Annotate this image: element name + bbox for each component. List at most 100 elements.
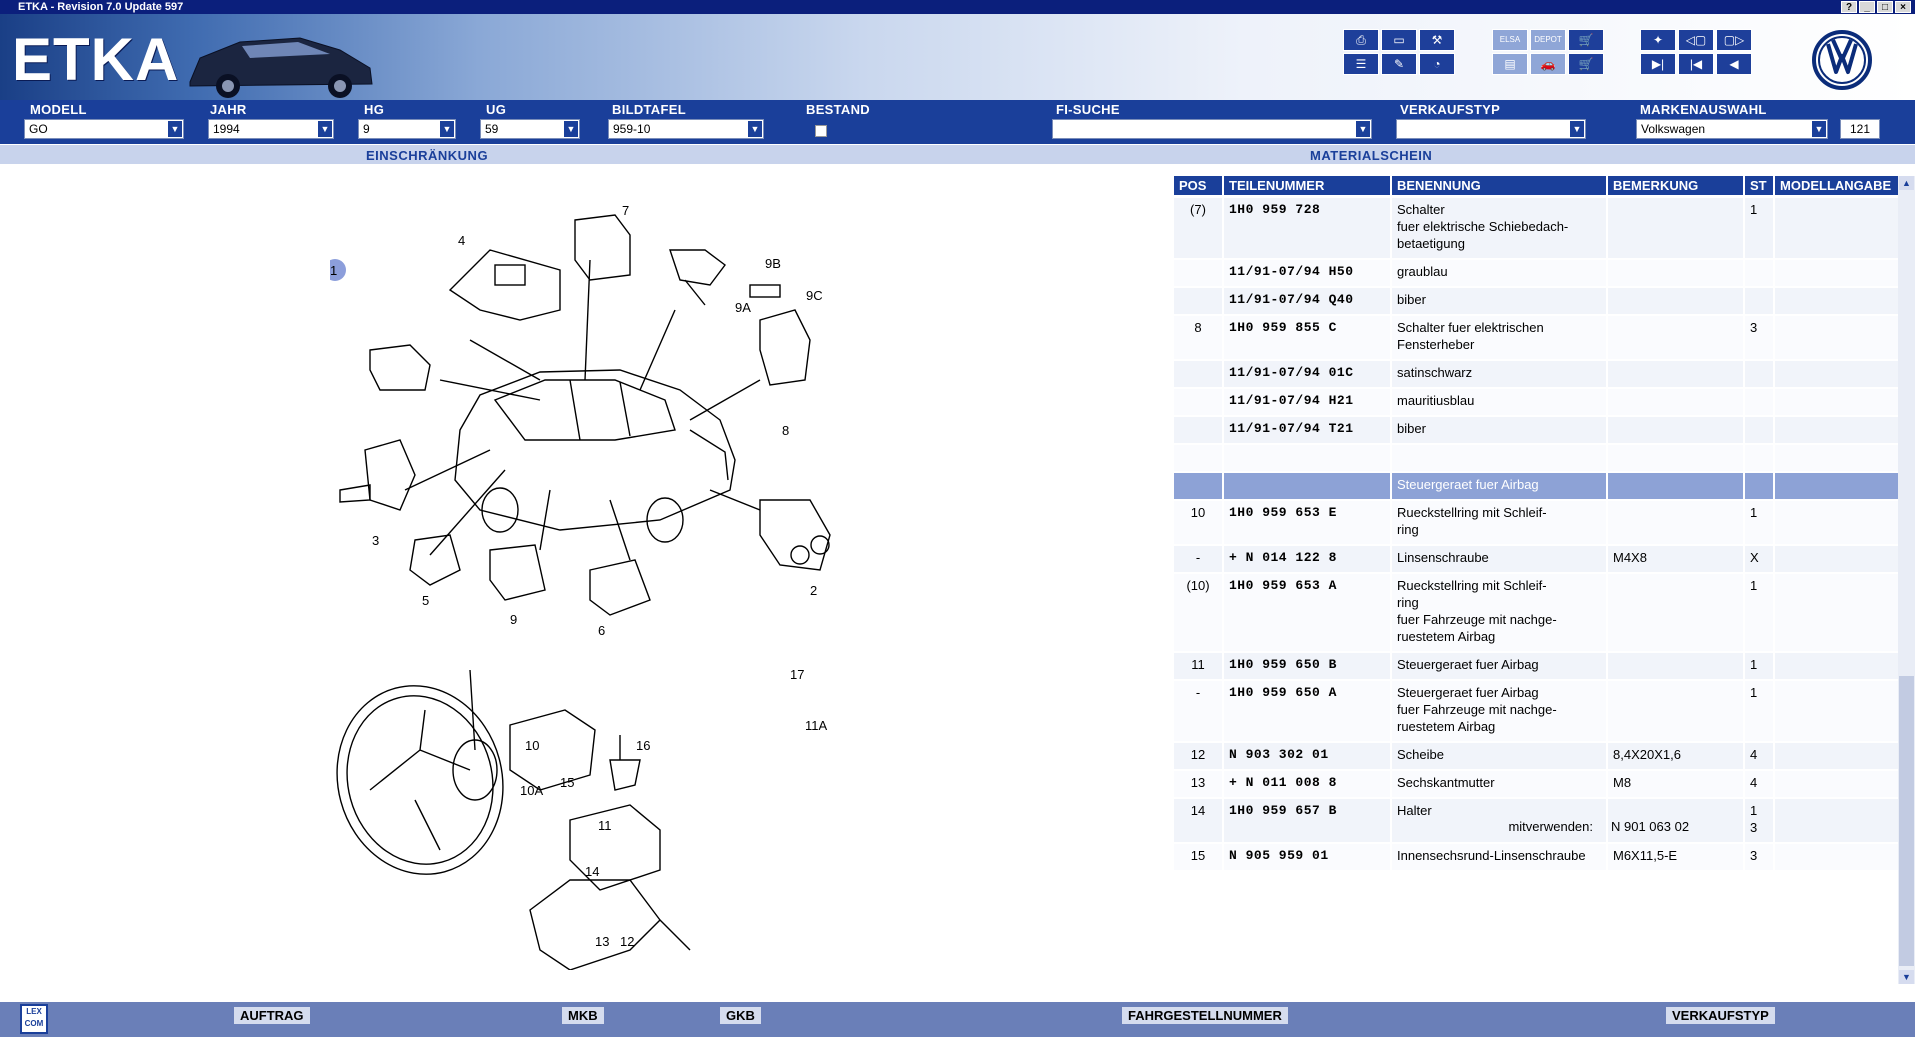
printer-icon[interactable]: ⎙ xyxy=(1343,29,1379,51)
selected-part-marker xyxy=(330,259,346,281)
gauge-icon[interactable]: ◔ xyxy=(1419,53,1455,75)
pos-cell xyxy=(1174,445,1224,471)
help-window-button[interactable]: ? xyxy=(1841,1,1857,13)
model-cell xyxy=(1775,743,1898,769)
bildtafel-select[interactable]: 959-10 ▼ xyxy=(608,119,764,139)
fi-suche-select[interactable]: ▼ xyxy=(1052,119,1372,139)
materialschein-header[interactable]: MATERIALSCHEIN xyxy=(1310,148,1433,163)
modell-value: GO xyxy=(29,122,48,136)
diagram-label-7: 7 xyxy=(622,203,629,218)
st-cell xyxy=(1745,389,1775,415)
chevron-down-icon[interactable]: ▼ xyxy=(564,121,578,137)
table-scrollbar[interactable]: ▲ ▼ xyxy=(1898,176,1915,984)
jahr-select[interactable]: 1994 ▼ xyxy=(208,119,334,139)
col-part-header[interactable]: TEILENUMMER xyxy=(1224,176,1392,195)
pos-cell: 13 xyxy=(1174,771,1224,797)
markenauswahl-select[interactable]: Volkswagen ▼ xyxy=(1636,119,1828,139)
parts-diagram[interactable]: 1 2 3 4 5 6 7 8 9 9A 9B 9C 10 10A 11 11A… xyxy=(330,190,890,970)
pin-icon[interactable]: ✦ xyxy=(1640,29,1676,51)
col-pos-header[interactable]: POS xyxy=(1174,176,1224,195)
auftrag-button[interactable]: AUFTRAG xyxy=(234,1007,310,1024)
toolbar-group-print: ⎙ ▭ ⚒ ☰ ✎ ◔ xyxy=(1343,29,1455,75)
gkb-button[interactable]: GKB xyxy=(720,1007,761,1024)
table-group-row[interactable]: Steuergeraet fuer Airbag xyxy=(1174,473,1898,499)
col-st-header[interactable]: ST xyxy=(1745,176,1775,195)
first-icon[interactable]: |◀ xyxy=(1678,53,1714,75)
mkb-button[interactable]: MKB xyxy=(562,1007,604,1024)
next-page-icon[interactable]: ▢▷ xyxy=(1716,29,1752,51)
scroll-thumb[interactable] xyxy=(1899,676,1914,966)
cart-icon[interactable]: 🛒 xyxy=(1568,29,1604,51)
table-row[interactable] xyxy=(1174,445,1898,471)
chevron-down-icon[interactable]: ▼ xyxy=(168,121,182,137)
verkaufstyp-button[interactable]: VERKAUFSTYP xyxy=(1666,1007,1775,1024)
pos-cell xyxy=(1174,361,1224,387)
model-cell xyxy=(1775,771,1898,797)
ug-label: UG xyxy=(486,102,507,117)
elsa-doc-icon[interactable]: ▤ xyxy=(1492,53,1528,75)
diagram-label-1: 1 xyxy=(330,263,337,278)
col-model-header[interactable]: MODELLANGABE xyxy=(1775,176,1898,195)
close-window-button[interactable]: × xyxy=(1895,1,1911,13)
chevron-down-icon[interactable]: ▼ xyxy=(1570,121,1584,137)
elsa-icon[interactable]: ELSA xyxy=(1492,29,1528,51)
ug-select[interactable]: 59 ▼ xyxy=(480,119,580,139)
part-number-cell: + N 011 008 8 xyxy=(1224,771,1392,797)
col-remark-header[interactable]: BEMERKUNG xyxy=(1608,176,1745,195)
pos-cell: 12 xyxy=(1174,743,1224,769)
name-cell: Sechskantmutter xyxy=(1392,771,1608,797)
st-cell: 1 xyxy=(1745,574,1775,651)
chevron-down-icon[interactable]: ▼ xyxy=(440,121,454,137)
maximize-window-button[interactable]: □ xyxy=(1877,1,1893,13)
einschraenkung-header[interactable]: EINSCHRÄNKUNG xyxy=(366,148,489,163)
part-number-cell: 1H0 959 650 A xyxy=(1224,681,1392,741)
st-cell xyxy=(1745,361,1775,387)
model-cell xyxy=(1775,799,1898,842)
modell-select[interactable]: GO ▼ xyxy=(24,119,184,139)
st-cell: 1 xyxy=(1745,681,1775,741)
monitor-icon[interactable]: ▭ xyxy=(1381,29,1417,51)
bestand-checkbox[interactable] xyxy=(815,125,827,137)
chevron-down-icon[interactable]: ▼ xyxy=(1812,121,1826,137)
hg-select[interactable]: 9 ▼ xyxy=(358,119,456,139)
tools-icon[interactable]: ⚒ xyxy=(1419,29,1455,51)
pos-cell: 10 xyxy=(1174,501,1224,544)
minimize-window-button[interactable]: _ xyxy=(1859,1,1875,13)
car-icon[interactable]: 🚗 xyxy=(1530,53,1566,75)
depot-icon[interactable]: DEPOT xyxy=(1530,29,1566,51)
fahrgestellnummer-button[interactable]: FAHRGESTELLNUMMER xyxy=(1122,1007,1288,1024)
cart-list-icon[interactable]: 🛒 xyxy=(1568,53,1604,75)
remark-cell xyxy=(1608,316,1745,359)
list-icon[interactable]: ☰ xyxy=(1343,53,1379,75)
scroll-down-icon[interactable]: ▼ xyxy=(1899,970,1914,984)
prev-page-icon[interactable]: ◁▢ xyxy=(1678,29,1714,51)
pencil-icon[interactable]: ✎ xyxy=(1381,53,1417,75)
col-name-header[interactable]: BENENNUNG xyxy=(1392,176,1608,195)
diagram-label-9a: 9A xyxy=(735,300,751,315)
chevron-down-icon[interactable]: ▼ xyxy=(318,121,332,137)
pos-cell xyxy=(1174,473,1224,499)
verkaufstyp-select[interactable]: ▼ xyxy=(1396,119,1586,139)
back-icon[interactable]: ◀ xyxy=(1716,53,1752,75)
last-icon[interactable]: ▶| xyxy=(1640,53,1676,75)
scroll-up-icon[interactable]: ▲ xyxy=(1899,176,1914,190)
vw-logo-icon xyxy=(1812,30,1872,90)
chevron-down-icon[interactable]: ▼ xyxy=(748,121,762,137)
chevron-down-icon[interactable]: ▼ xyxy=(1356,121,1370,137)
